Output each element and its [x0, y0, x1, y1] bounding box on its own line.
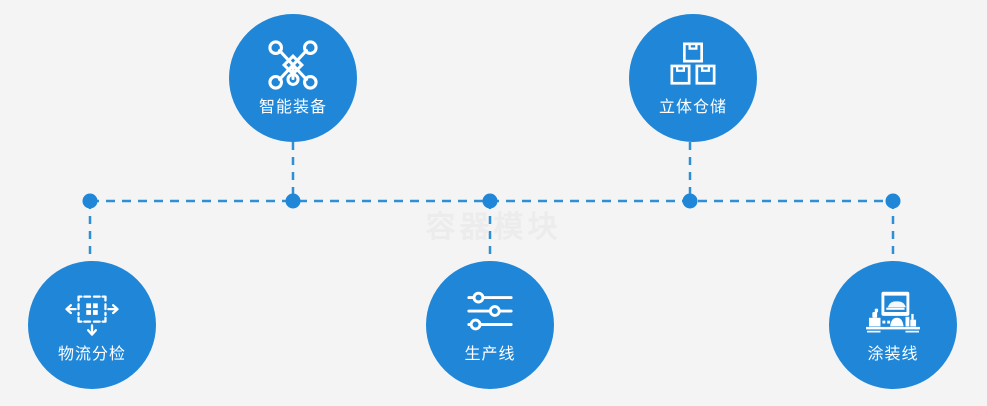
- paint-booth-icon: [866, 291, 920, 333]
- junction-dot-stereoscopic-warehouse[interactable]: [682, 193, 698, 209]
- network-nodes-icon: [268, 40, 318, 90]
- node-label-painting-line: 涂装线: [867, 346, 919, 363]
- stacked-boxes-icon: [670, 42, 716, 85]
- junction-dot-production-line[interactable]: [482, 193, 498, 209]
- node-label-smart-equipment: 智能装备: [258, 99, 327, 116]
- junction-dot-painting-line[interactable]: [885, 193, 901, 209]
- sliders-icon: [467, 291, 513, 331]
- sorting-arrows-icon: [65, 295, 119, 336]
- node-label-stereoscopic-warehouse: 立体仓储: [658, 99, 727, 116]
- node-production-line[interactable]: 生产线: [426, 261, 554, 389]
- node-logistics-sorting[interactable]: 物流分检: [28, 261, 156, 389]
- node-smart-equipment[interactable]: 智能装备: [229, 14, 357, 142]
- node-painting-line[interactable]: 涂装线: [829, 261, 957, 389]
- junction-dot-smart-equipment[interactable]: [285, 193, 301, 209]
- node-label-production-line: 生产线: [464, 346, 516, 363]
- node-label-logistics-sorting: 物流分检: [57, 346, 126, 363]
- node-stereoscopic-warehouse[interactable]: 立体仓储: [629, 14, 757, 142]
- junction-dot-logistics-sorting[interactable]: [82, 193, 98, 209]
